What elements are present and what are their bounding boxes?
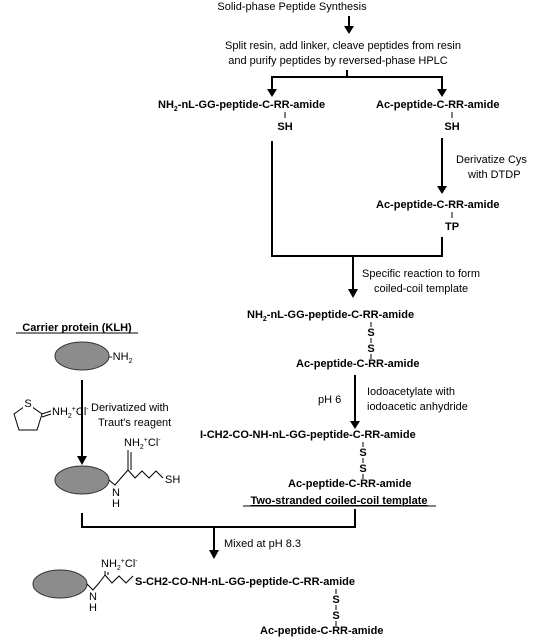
protein-blob-1 — [54, 341, 110, 371]
amidine-linker-1: NH2+Cl- N H SH — [108, 437, 180, 510]
svg-text:NH2+Cl-: NH2+Cl- — [124, 437, 161, 451]
trauts-reagent-structure: S NH2+Cl- — [13, 398, 89, 431]
spps-text: Solid-phase Peptide Synthesis — [217, 1, 367, 13]
specific-text-1: Specific reaction to form — [362, 268, 480, 280]
derivatize-text-2: with DTDP — [467, 169, 521, 181]
sh-left: SH — [277, 121, 292, 133]
blob-nh2: -NH2 — [109, 351, 133, 365]
derivatize-arrowhead — [437, 186, 447, 194]
imine-bond — [41, 410, 52, 415]
traut-arrowhead — [77, 456, 87, 465]
iodo-text-1: Iodoacetylate with — [367, 386, 455, 398]
merge-arrowhead — [348, 289, 358, 298]
iodo-text-2: iodoacetic anhydride — [367, 401, 468, 413]
iodo-arrowhead — [350, 421, 360, 429]
split-text-1: Split resin, add linker, cleave peptides… — [225, 40, 461, 52]
split-text-2: and purify peptides by reversed-phase HP… — [228, 55, 448, 67]
amidine-linker-2: NH2+Cl- N H — [86, 558, 138, 614]
final-chain: S-CH2-CO-NH-nL-GG-peptide-C-RR-amide — [135, 576, 355, 588]
tp-label: TP — [445, 221, 459, 233]
traut-nh2cl: NH2+Cl- — [52, 406, 89, 420]
specific-text-2: coiled-coil template — [374, 283, 468, 295]
two-stranded-label: Two-stranded coiled-coil template — [250, 495, 427, 507]
sh-right: SH — [444, 121, 459, 133]
svg-text:H: H — [112, 498, 120, 510]
ac-peptide-top: Ac-peptide-C-RR-amide — [376, 99, 499, 111]
s-final-1: S — [332, 594, 339, 606]
nh2-peptide-template: NH2-nL-GG-peptide-C-RR-amide — [247, 309, 414, 323]
s-final-2: S — [332, 610, 339, 622]
ac-peptide-tp: Ac-peptide-C-RR-amide — [376, 199, 499, 211]
final-arrowhead — [209, 550, 219, 559]
ph6-text: pH 6 — [318, 394, 341, 406]
mixed-text: Mixed at pH 8.3 — [224, 538, 301, 550]
s-template-1: S — [367, 327, 374, 339]
protein-blob-3 — [32, 569, 88, 599]
svg-text:NH2+Cl-: NH2+Cl- — [101, 558, 138, 572]
s-template-2: S — [367, 343, 374, 355]
nh2-peptide-top: NH2-nL-GG-peptide-C-RR-amide — [158, 99, 325, 113]
carrier-label: Carrier protein (KLH) — [22, 322, 132, 334]
svg-text:N: N — [112, 487, 120, 499]
ac-peptide-final: Ac-peptide-C-RR-amide — [260, 625, 383, 637]
svg-text:H: H — [89, 602, 97, 614]
svg-text:N: N — [89, 591, 97, 603]
ac-peptide-iodo: Ac-peptide-C-RR-amide — [288, 478, 411, 490]
traut-text-2: Traut's reagent — [98, 417, 171, 429]
split-left-arrowhead — [267, 89, 277, 97]
s-iodo-2: S — [359, 463, 366, 475]
derivatize-text-1: Derivatize Cys — [456, 154, 527, 166]
svg-text:SH: SH — [165, 474, 180, 486]
traut-text-1: Derivatized with — [91, 402, 169, 414]
ac-peptide-template: Ac-peptide-C-RR-amide — [296, 358, 419, 370]
protein-blob-2 — [54, 465, 110, 495]
iodo-peptide: I-CH2-CO-NH-nL-GG-peptide-C-RR-amide — [200, 429, 416, 441]
split-right-arrowhead — [437, 89, 447, 97]
arrowhead-spps — [344, 26, 354, 34]
traut-s: S — [24, 398, 31, 410]
imine-bond-2 — [41, 413, 52, 418]
s-iodo-1: S — [359, 447, 366, 459]
